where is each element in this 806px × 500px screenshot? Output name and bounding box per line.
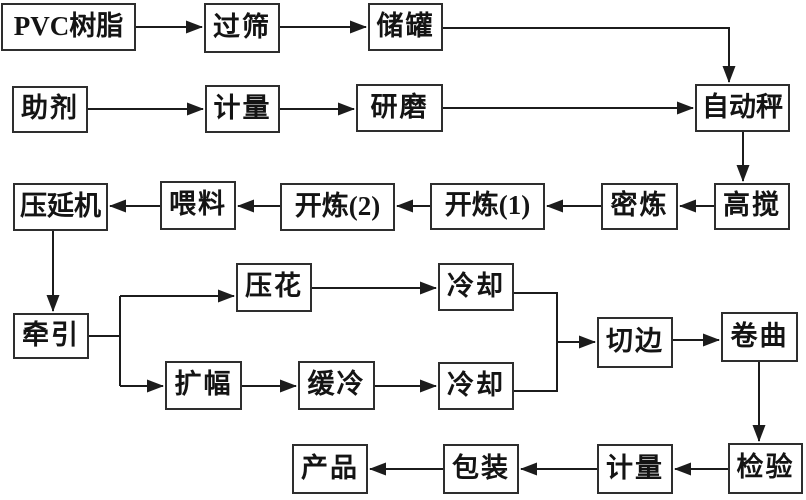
node-metering-1: 计量 <box>205 85 280 133</box>
node-winding: 卷曲 <box>721 312 798 362</box>
node-additives: 助剂 <box>12 86 88 133</box>
node-label: 冷却 <box>447 270 505 301</box>
node-cooling-top: 冷却 <box>438 263 514 311</box>
merge-line-cooling-bottom <box>514 342 558 392</box>
node-label: 高搅 <box>723 190 781 220</box>
node-label: 助剂 <box>21 93 79 123</box>
node-label: 产品 <box>301 452 359 483</box>
node-metering-2: 计量 <box>597 444 673 494</box>
node-high-speed-mixing: 高搅 <box>714 183 790 230</box>
node-label: PVC树脂 <box>13 10 124 41</box>
node-label: 卷曲 <box>730 320 789 351</box>
node-feeding: 喂料 <box>160 181 236 230</box>
node-label: 切边 <box>606 326 664 356</box>
node-packaging: 包装 <box>443 444 519 494</box>
node-inspection: 检验 <box>728 443 803 494</box>
node-label: 检验 <box>736 452 795 482</box>
node-label: 计量 <box>213 92 272 123</box>
node-trimming: 切边 <box>597 317 673 368</box>
node-sieving: 过筛 <box>204 3 280 53</box>
node-cooling-bottom: 冷却 <box>438 362 514 410</box>
node-automatic-scale: 自动秤 <box>695 84 790 132</box>
node-pvc-resin: PVC树脂 <box>1 3 136 51</box>
merge-line-cooling-top <box>514 292 558 342</box>
node-calender: 压延机 <box>13 183 108 231</box>
node-label: 压花 <box>245 271 303 301</box>
node-storage-tank: 储罐 <box>368 3 443 51</box>
node-label: 开炼(1) <box>444 190 531 220</box>
node-label: 牵引 <box>22 319 80 350</box>
node-slow-cooling: 缓冷 <box>298 361 375 410</box>
branch-stem-traction <box>89 296 121 386</box>
node-widening: 扩幅 <box>165 361 242 410</box>
node-label: 过筛 <box>213 11 271 42</box>
node-label: 研磨 <box>370 91 429 122</box>
node-label: 包装 <box>452 452 510 483</box>
node-label: 缓冷 <box>307 369 366 399</box>
node-traction: 牵引 <box>13 313 89 359</box>
node-label: 自动秤 <box>702 91 783 122</box>
node-embossing: 压花 <box>236 263 312 312</box>
node-open-mill-1: 开炼(1) <box>430 183 545 230</box>
node-internal-mixing: 密炼 <box>601 183 678 230</box>
node-label: 压延机 <box>20 190 101 221</box>
node-label: 开炼(2) <box>294 190 381 221</box>
node-grinding: 研磨 <box>356 84 443 132</box>
node-label: 计量 <box>606 452 664 483</box>
node-product: 产品 <box>292 444 368 494</box>
node-label: 冷却 <box>447 369 505 400</box>
node-label: 扩幅 <box>174 369 233 399</box>
node-open-mill-2: 开炼(2) <box>280 183 395 231</box>
node-label: 密炼 <box>610 190 669 220</box>
arrow-storage-tank-to-automatic-scale <box>443 27 736 83</box>
node-label: 喂料 <box>169 189 227 219</box>
node-label: 储罐 <box>376 10 435 41</box>
